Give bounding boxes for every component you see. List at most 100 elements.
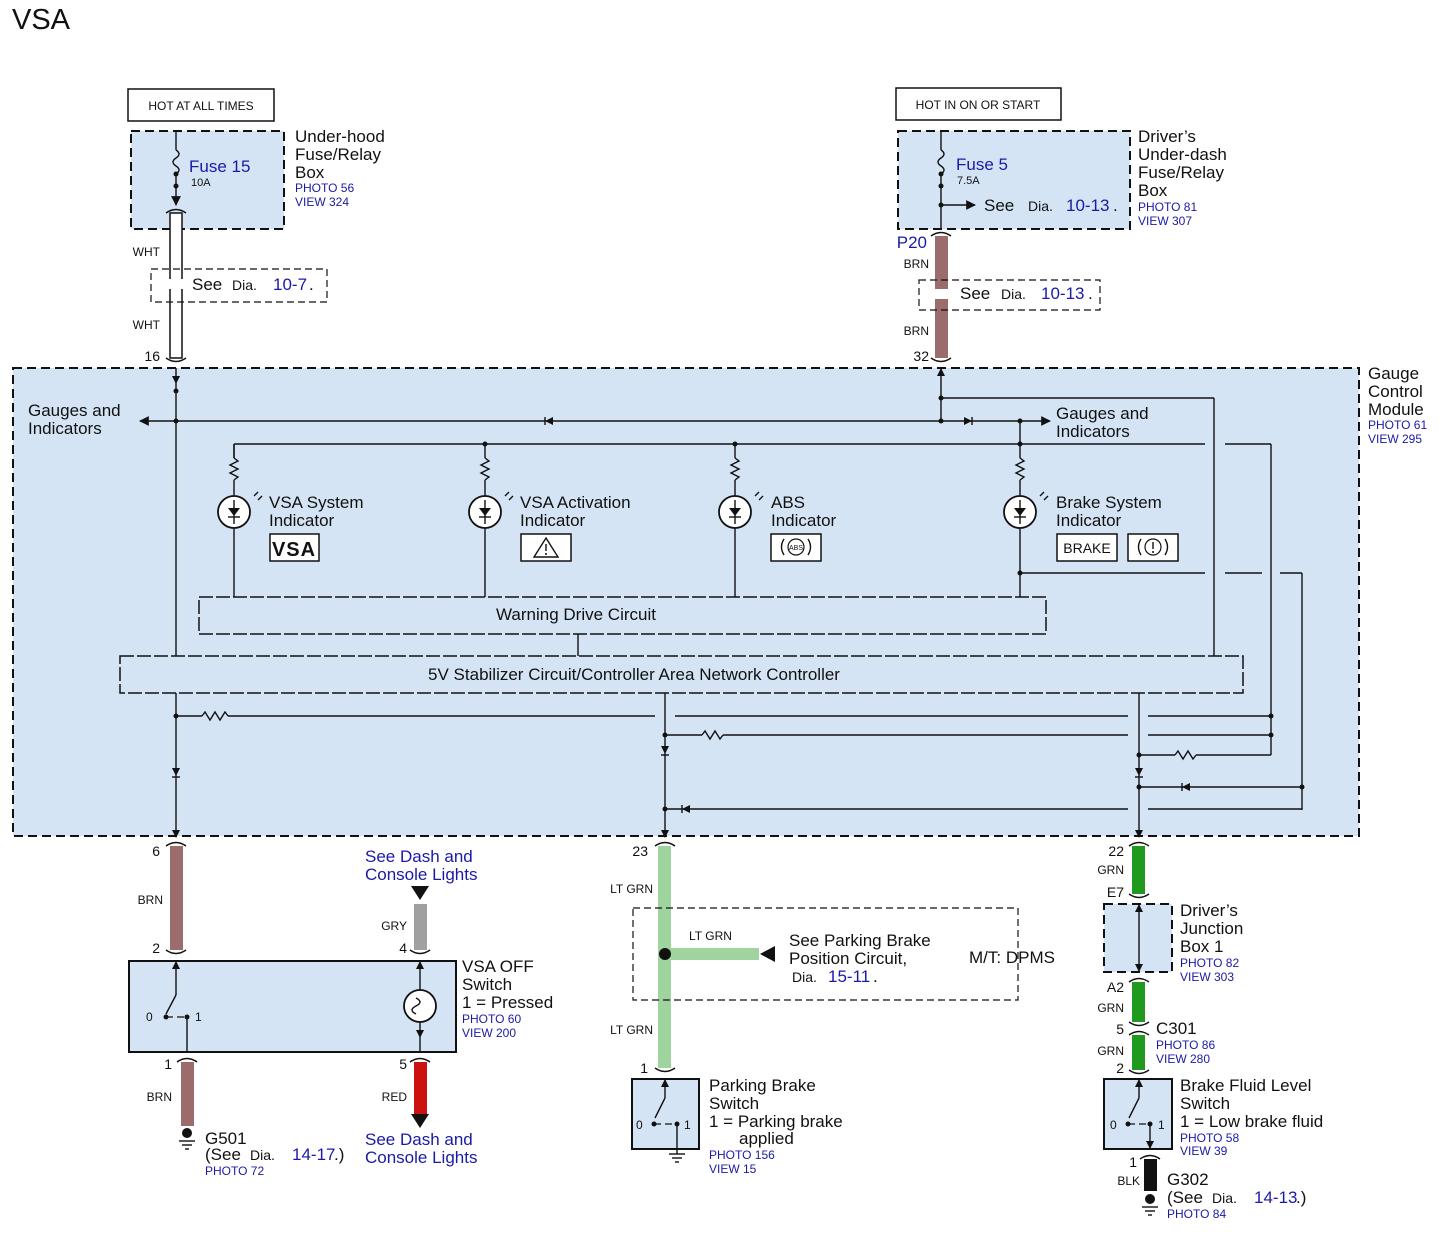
svg-text:Box: Box <box>295 163 325 182</box>
resistor-icon <box>479 457 491 481</box>
hot-at-all-times-label: HOT AT ALL TIMES <box>127 88 275 122</box>
svg-text:1: 1 <box>684 1118 691 1132</box>
svg-text:10-7: 10-7 <box>273 275 307 294</box>
svg-text:10-13: 10-13 <box>1066 196 1109 215</box>
svg-text:Fuse/Relay: Fuse/Relay <box>1138 163 1224 182</box>
svg-text:VIEW 307: VIEW 307 <box>1138 214 1192 228</box>
svg-text:LT GRN: LT GRN <box>610 882 653 896</box>
svg-text:PHOTO 56: PHOTO 56 <box>295 181 354 195</box>
svg-text:See: See <box>192 275 222 294</box>
svg-text:Console Lights: Console Lights <box>365 1148 477 1167</box>
svg-text:Indicator: Indicator <box>771 511 837 530</box>
underhood-fuse-box: Fuse 15 10A Under-hood Fuse/Relay Box PH… <box>130 127 385 230</box>
svg-text:5: 5 <box>399 1056 407 1072</box>
svg-text:15-11: 15-11 <box>828 967 870 986</box>
svg-text:Driver’s: Driver’s <box>1180 901 1238 920</box>
svg-text:PHOTO 81: PHOTO 81 <box>1138 200 1197 214</box>
svg-text:Indicators: Indicators <box>1056 422 1130 441</box>
driver-fuse-box: Fuse 5 7.5A See Dia. 10-13 . Driver’s Un… <box>897 127 1227 230</box>
fuse-icon <box>172 149 180 175</box>
svg-text:GRY: GRY <box>381 919 407 933</box>
brn-wire-pin6: 6 BRN 2 <box>138 841 187 956</box>
brn-wire-g501: 1 BRN G501 (See Dia. 14-17 .) PHOTO 72 <box>147 1056 345 1178</box>
svg-text:BRN: BRN <box>904 257 929 271</box>
svg-text:HOT IN ON OR START: HOT IN ON OR START <box>916 98 1041 112</box>
fuse-5-name: Fuse 5 <box>956 155 1008 174</box>
svg-text:WHT: WHT <box>133 318 161 332</box>
svg-text:PHOTO 86: PHOTO 86 <box>1156 1038 1215 1052</box>
svg-text:VIEW 280: VIEW 280 <box>1156 1052 1210 1066</box>
svg-text:A2: A2 <box>1107 979 1124 995</box>
svg-text:1 = Low brake fluid: 1 = Low brake fluid <box>1180 1112 1323 1131</box>
svg-text:BRN: BRN <box>147 1090 172 1104</box>
gauges-right-label: Gauges and <box>1056 404 1149 423</box>
resistor-icon <box>701 729 724 741</box>
fuse-15-rating: 10A <box>191 177 211 189</box>
abs-symbol-icon <box>787 538 805 556</box>
switch-lamp-icon <box>403 989 437 1023</box>
svg-text:Switch: Switch <box>709 1094 759 1113</box>
svg-text:1: 1 <box>1129 1154 1137 1170</box>
brake-fluid-level-switch[interactable]: 0 1 Brake Fluid Level Switch 1 = Low bra… <box>1103 1076 1323 1158</box>
svg-text:Brake Fluid Level: Brake Fluid Level <box>1180 1076 1311 1095</box>
svg-text:Under-dash: Under-dash <box>1138 145 1227 164</box>
svg-text:BLK: BLK <box>1117 1174 1140 1188</box>
resistor-icon <box>228 457 240 481</box>
svg-text:.): .) <box>334 1145 344 1164</box>
hot-on-start-label: HOT IN ON OR START <box>895 87 1062 121</box>
svg-text:See Parking Brake: See Parking Brake <box>789 931 931 950</box>
svg-text:G302: G302 <box>1167 1170 1209 1189</box>
vsa-symbol-icon: VSA <box>272 539 316 561</box>
c301-label: C301 <box>1156 1019 1197 1038</box>
vsa-off-switch[interactable]: 0 1 VSA OFF Switch 1 = Pressed PHOTO 60 … <box>128 957 553 1053</box>
svg-text:VIEW 324: VIEW 324 <box>295 195 349 209</box>
ground-icon <box>1145 1194 1155 1204</box>
svg-text:6: 6 <box>152 843 160 859</box>
page-title: VSA <box>12 4 71 36</box>
vsa-activation-indicator: VSA Activation Indicator <box>468 444 631 597</box>
svg-text:LT GRN: LT GRN <box>610 1023 653 1037</box>
svg-text:applied: applied <box>739 1129 794 1148</box>
grn-wire-mid: A2 GRN 5 GRN 2 C301 PHOTO 86 VIEW 280 <box>1097 977 1215 1076</box>
resistor-icon <box>729 457 741 481</box>
svg-text:VSA OFF: VSA OFF <box>462 957 534 976</box>
svg-text:Driver’s: Driver’s <box>1138 127 1196 146</box>
svg-text:BRN: BRN <box>904 324 929 338</box>
svg-text:PHOTO 72: PHOTO 72 <box>205 1164 264 1178</box>
svg-text:14-17: 14-17 <box>292 1145 335 1164</box>
svg-text:1 = Parking brake: 1 = Parking brake <box>709 1112 843 1131</box>
resistor-icon <box>1174 749 1197 761</box>
svg-text:Parking Brake: Parking Brake <box>709 1076 816 1095</box>
svg-text:PHOTO 60: PHOTO 60 <box>462 1012 521 1026</box>
svg-text:Dia.: Dia. <box>1001 286 1026 302</box>
svg-text:HOT AT ALL TIMES: HOT AT ALL TIMES <box>148 99 253 113</box>
svg-text:.: . <box>873 967 878 986</box>
resistor-icon <box>1014 457 1026 481</box>
svg-text:PHOTO 84: PHOTO 84 <box>1167 1207 1226 1221</box>
grn-wire-top: 22 GRN E7 <box>1097 841 1150 900</box>
svg-text:RED: RED <box>382 1090 408 1104</box>
svg-text:1: 1 <box>640 1060 648 1076</box>
svg-text:1: 1 <box>164 1056 172 1072</box>
abs-indicator: ABS Indicator ABS <box>718 444 837 597</box>
svg-text:Dia.: Dia. <box>1212 1190 1237 1206</box>
svg-text:Indicators: Indicators <box>28 419 102 438</box>
svg-text:5: 5 <box>1116 1021 1124 1037</box>
svg-text:2: 2 <box>152 940 160 956</box>
warning-drive-circuit: Warning Drive Circuit <box>198 596 1047 635</box>
svg-text:Gauge: Gauge <box>1368 364 1419 383</box>
parking-brake-switch[interactable]: 0 1 Parking Brake Switch 1 = Parking bra… <box>631 1076 843 1176</box>
lt-grn-wire: 23 LT GRN LT GRN 1 LT GRN <box>610 841 775 1076</box>
fuse-15-name: Fuse 15 <box>189 157 250 176</box>
svg-text:VIEW 39: VIEW 39 <box>1180 1144 1228 1158</box>
arrow-down-icon <box>411 1114 429 1128</box>
svg-text:Control: Control <box>1368 382 1423 401</box>
svg-text:See: See <box>960 284 990 303</box>
svg-text:1 = Pressed: 1 = Pressed <box>462 993 553 1012</box>
svg-text:P20: P20 <box>897 233 927 252</box>
brake-symbol-icon: BRAKE <box>1063 540 1110 556</box>
svg-text:GRN: GRN <box>1097 1001 1124 1015</box>
svg-text:PHOTO 61: PHOTO 61 <box>1368 418 1427 432</box>
gry-wire: GRY 4 <box>381 904 431 956</box>
